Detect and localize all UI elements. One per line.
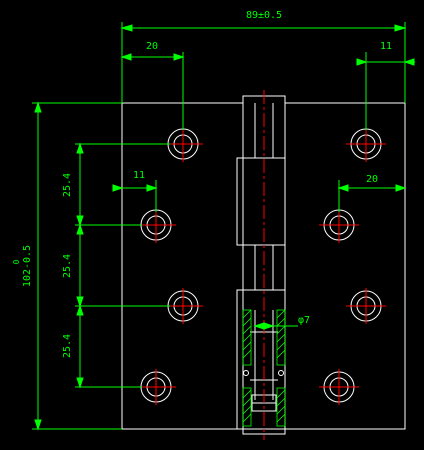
hole-right-3 bbox=[346, 288, 386, 324]
dim-spacing-2: 25.4 bbox=[62, 254, 73, 278]
section-hatch bbox=[242, 309, 286, 427]
dim-spacing-1: 25.4 bbox=[62, 173, 73, 197]
dimension-lines bbox=[32, 22, 415, 431]
dim-overall-width: 89±0.5 bbox=[246, 10, 282, 21]
dim-left-hole-offset: 11 bbox=[133, 170, 145, 181]
knuckle-upper-mid bbox=[236, 157, 286, 246]
knuckle-section bbox=[236, 289, 286, 430]
dim-spacing-3: 25.4 bbox=[62, 334, 73, 358]
screw-holes bbox=[136, 126, 386, 405]
dim-top-right-offset: 11 bbox=[380, 41, 392, 52]
hinge-outline bbox=[121, 95, 406, 435]
hole-right-2 bbox=[319, 207, 359, 243]
dim-height-sup: 0 bbox=[12, 259, 21, 264]
hole-left-4 bbox=[136, 369, 176, 405]
dimension-texts: 89±0.5 20 11 11 20 25.4 25.4 25.4 102-0.… bbox=[12, 10, 392, 358]
hole-right-1 bbox=[346, 126, 386, 162]
dim-height-main: 102-0.5 bbox=[22, 245, 33, 287]
dim-top-left-offset: 20 bbox=[146, 41, 158, 52]
dim-pin-diameter: φ7 bbox=[298, 315, 310, 326]
hole-right-4 bbox=[319, 369, 359, 405]
dim-right-hole-offset: 20 bbox=[366, 174, 378, 185]
